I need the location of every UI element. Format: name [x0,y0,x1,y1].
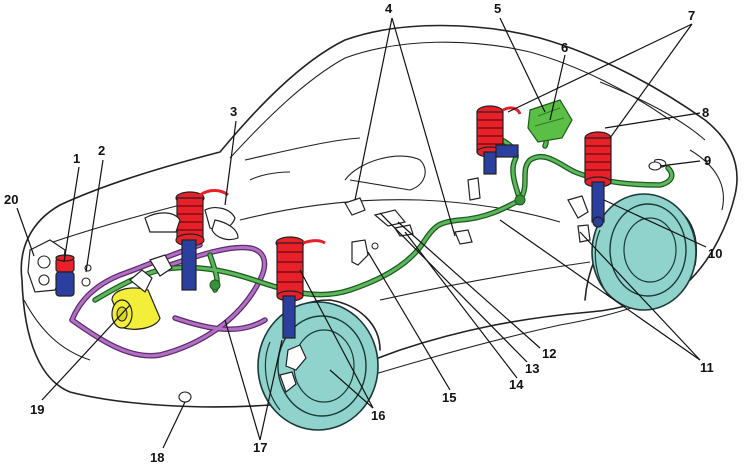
compressor [111,269,161,330]
callout-13: 13 [525,361,539,376]
front-right-air-strut [275,236,326,339]
callout-20: 20 [4,192,18,207]
leader-lines [16,17,707,449]
callout-17: 17 [253,440,267,455]
callout-14: 14 [509,377,524,392]
rear-wheel [591,193,697,311]
callout-3: 3 [230,104,237,119]
callout-12: 12 [542,346,556,361]
callout-19: 19 [30,402,44,417]
callout-5: 5 [494,1,501,16]
callout-2: 2 [98,143,105,158]
callout-6: 6 [561,40,568,55]
callout-1: 1 [73,151,80,166]
callout-7: 7 [688,8,695,23]
purple-air-line [69,242,268,359]
callout-18: 18 [150,450,164,465]
callout-4: 4 [385,1,393,16]
callouts: 1 2 3 4 5 6 7 8 9 10 11 12 13 14 15 16 1… [4,1,722,465]
callout-11: 11 [700,360,714,375]
air-supply-unit [27,239,92,297]
callout-15: 15 [442,390,456,405]
callout-9: 9 [704,153,711,168]
front-left-air-strut [175,189,229,291]
rear-left-air-strut [476,105,522,175]
rear-right-air-strut [584,131,612,228]
control-unit [527,99,573,143]
callout-8: 8 [702,105,709,120]
callout-16: 16 [371,408,385,423]
brackets [144,161,662,403]
callout-10: 10 [708,246,722,261]
